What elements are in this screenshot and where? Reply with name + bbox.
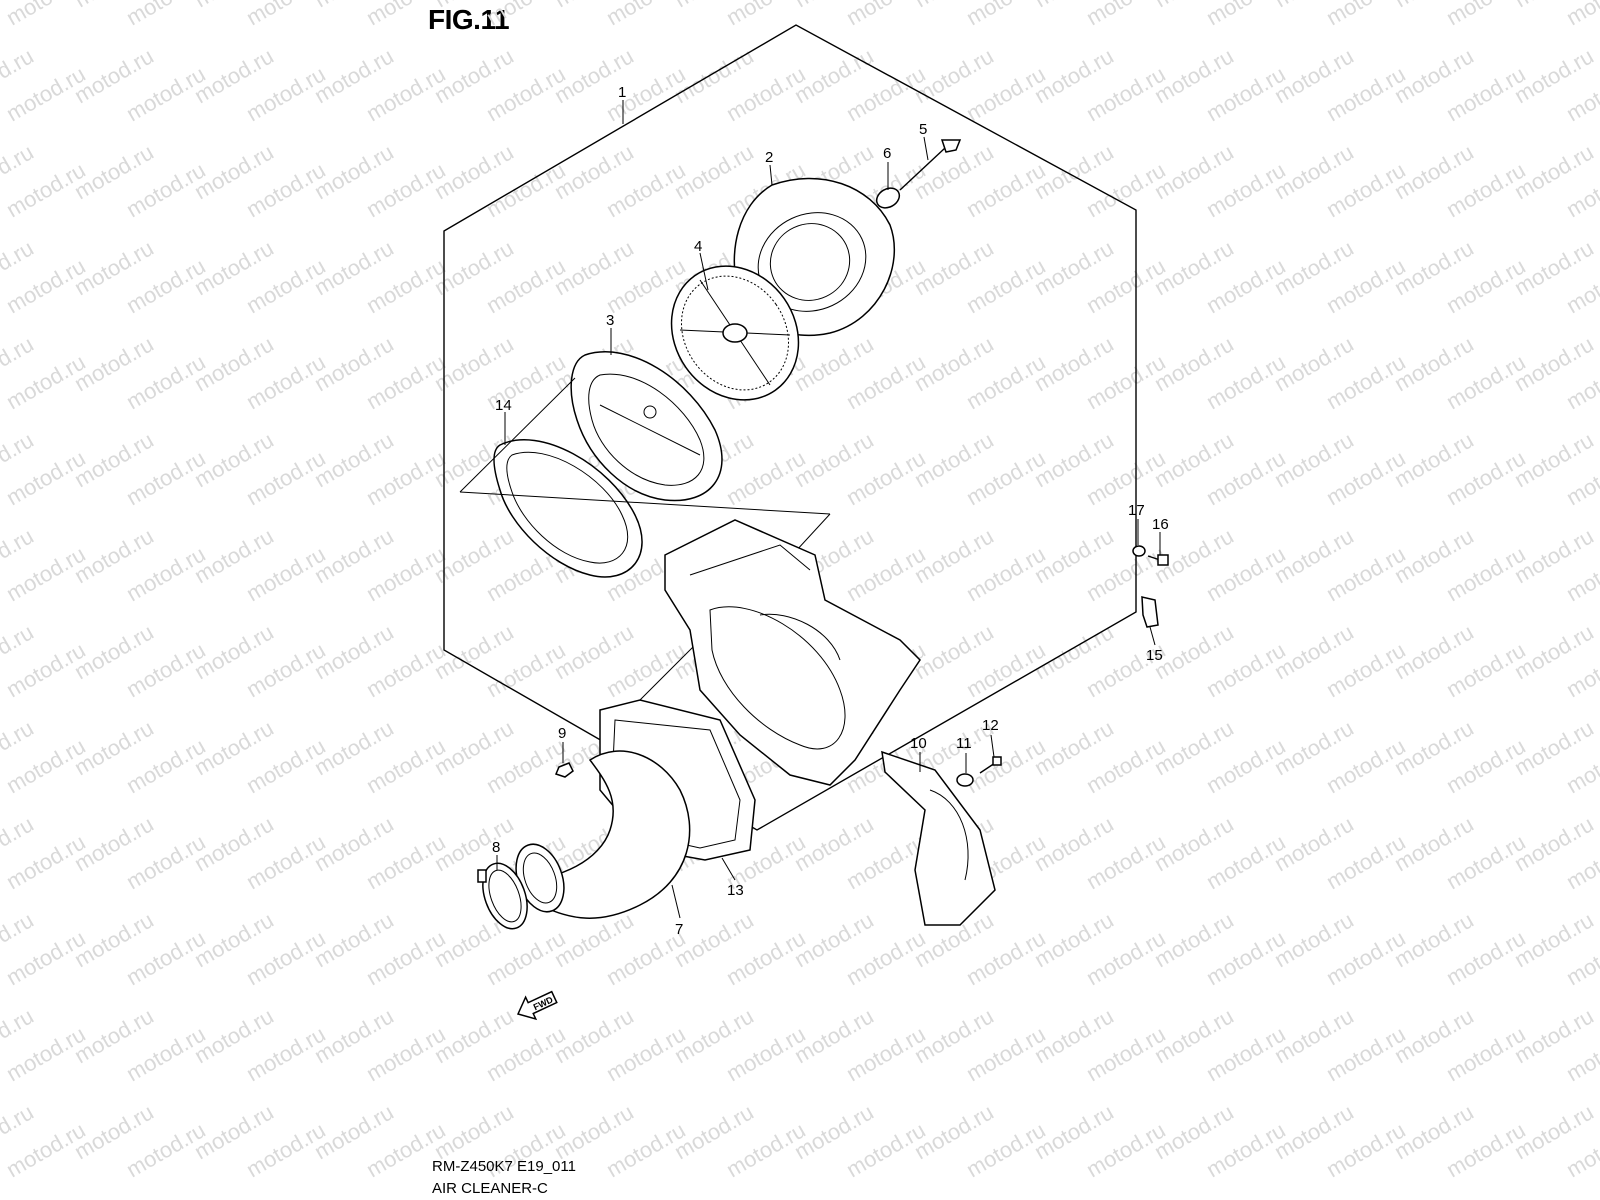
callout-8: 8 xyxy=(492,839,500,856)
callout-17: 17 xyxy=(1128,502,1145,519)
part-3-filter-frame xyxy=(570,351,723,502)
part-16-bolt xyxy=(1147,554,1169,566)
callout-9: 9 xyxy=(558,725,566,742)
watermark-text: motod.ru xyxy=(1322,0,1410,30)
watermark-text: motod.ru xyxy=(2,0,90,30)
watermark-text: motod.ru xyxy=(310,1195,398,1200)
part-9-nut xyxy=(554,762,574,778)
watermark-text: motod.ru xyxy=(1202,0,1290,30)
watermark-text: motod.ru xyxy=(1442,0,1530,30)
watermark-text: motod.ru xyxy=(962,0,1050,30)
watermark-text: motod.ru xyxy=(1030,1195,1118,1200)
watermark-text: motod.ru xyxy=(242,0,330,30)
part-6-washer xyxy=(875,187,901,209)
watermark-text: motod.ru xyxy=(550,1195,638,1200)
callout-1: 1 xyxy=(618,84,626,101)
watermark-text: motod.ru xyxy=(190,1195,278,1200)
watermark-text: motod.ru xyxy=(670,1195,758,1200)
part-17-washer xyxy=(1132,545,1146,557)
watermark-text: motod.ru xyxy=(910,1195,998,1200)
callout-3: 3 xyxy=(606,312,614,329)
watermark-text: motod.ru xyxy=(1390,1195,1478,1200)
fwd-arrow-icon: FWD xyxy=(516,990,558,1021)
watermark-text: motod.ru xyxy=(0,1195,38,1200)
watermark-text: motod.ru xyxy=(122,0,210,30)
callout-labels: 1 2 3 4 5 6 7 8 9 10 11 12 13 14 15 16 1… xyxy=(492,84,1169,938)
part-11-washer xyxy=(956,773,974,787)
callout-2: 2 xyxy=(765,149,773,166)
air-cleaner-box xyxy=(664,519,921,786)
watermark-text: motod.ru xyxy=(1270,1195,1358,1200)
watermark-text: motod.ru xyxy=(790,1195,878,1200)
part-14-gasket xyxy=(493,439,643,578)
watermark-text: motod.ru xyxy=(70,1195,158,1200)
watermark-text: motod.ru xyxy=(1082,0,1170,30)
callout-14: 14 xyxy=(495,397,512,414)
part-4-filter-mesh xyxy=(670,265,800,401)
watermark-text: motod.ru xyxy=(1510,1195,1598,1200)
part-8-clamp xyxy=(477,862,528,930)
part-15-clip xyxy=(1141,596,1159,628)
part-12-screw xyxy=(979,756,1002,774)
watermark-text: motod.ru xyxy=(1562,0,1600,30)
figure-title: FIG.11 xyxy=(428,4,510,35)
part-10-duct-guard xyxy=(881,750,996,926)
watermark-text: motod.ru xyxy=(362,0,450,30)
watermark-text: motod.ru xyxy=(1150,1195,1238,1200)
section-name: AIR CLEANER-C xyxy=(432,1180,548,1197)
callout-7: 7 xyxy=(675,921,683,938)
callout-6: 6 xyxy=(883,145,891,162)
callout-12: 12 xyxy=(982,717,999,734)
model-code: RM-Z450K7 E19_011 xyxy=(432,1158,576,1175)
watermark-text: motod.ru xyxy=(482,0,570,30)
callout-16: 16 xyxy=(1152,516,1169,533)
part-5-wing-bolt xyxy=(899,139,962,191)
callout-5: 5 xyxy=(919,121,927,138)
callout-15: 15 xyxy=(1146,647,1163,664)
watermark-text: motod.ru xyxy=(602,0,690,30)
assembly-frame xyxy=(443,24,1137,831)
callout-11: 11 xyxy=(956,735,972,752)
watermark-text: motod.ru xyxy=(842,0,930,30)
part-7-intake-boot xyxy=(515,750,691,919)
callout-10: 10 xyxy=(910,735,927,752)
callout-13: 13 xyxy=(727,882,744,899)
callout-4: 4 xyxy=(694,238,702,255)
callout-leaders xyxy=(496,100,1161,919)
